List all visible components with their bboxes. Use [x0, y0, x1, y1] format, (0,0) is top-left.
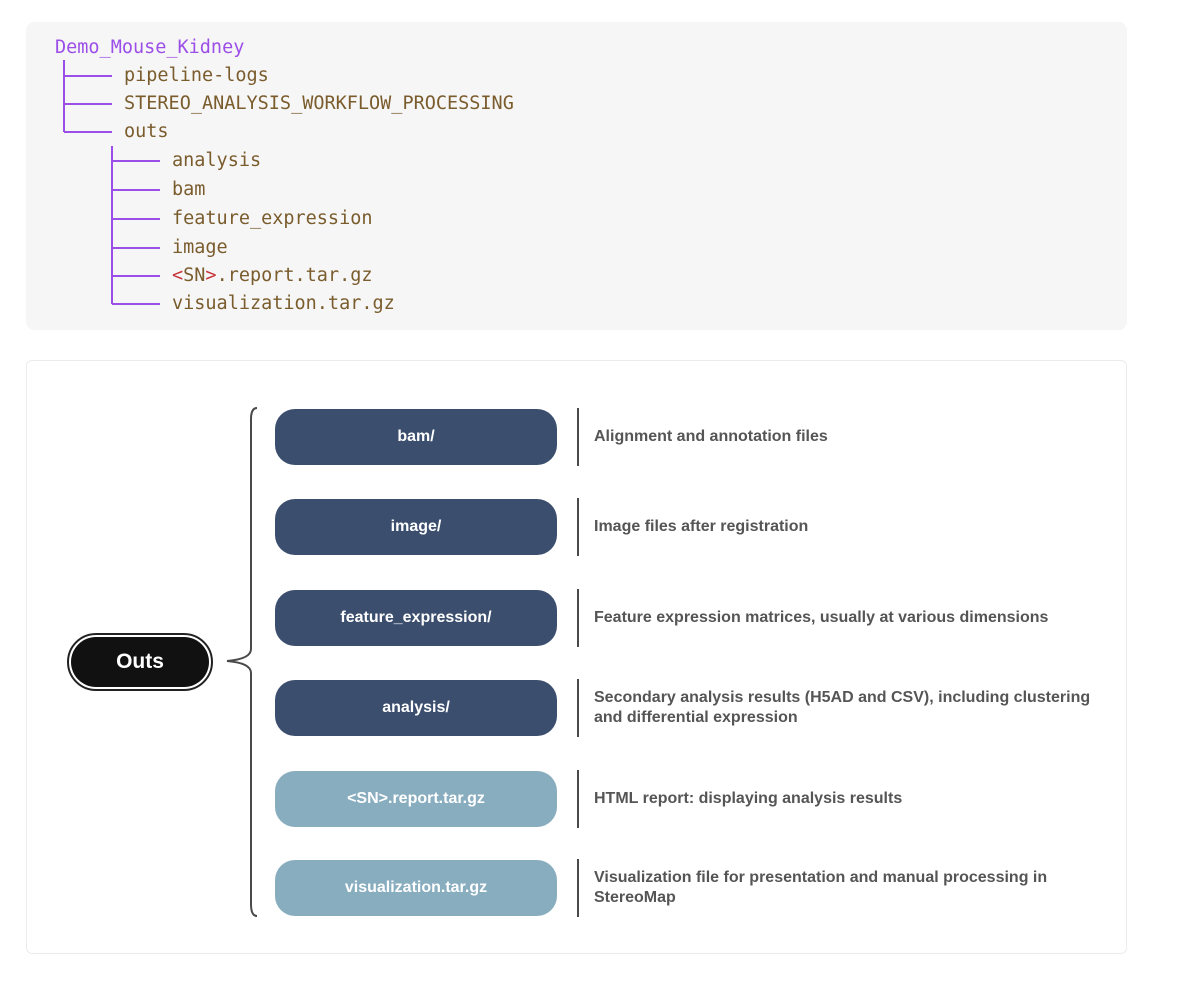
sn-placeholder: SN	[183, 265, 206, 286]
tree-item-outs: outs	[124, 121, 169, 142]
tree-item-report: <SN>.report.tar.gz	[172, 266, 373, 286]
tree-item-image: image	[172, 237, 228, 258]
outs-root-label: Outs	[71, 637, 209, 687]
report-suffix: .report.tar.gz	[216, 265, 373, 286]
node-bam: bam/	[275, 409, 557, 465]
node-report: <SN>.report.tar.gz	[275, 771, 557, 827]
desc-feature-expression: Feature expression matrices, usually at …	[594, 609, 1049, 626]
desc-bam: Alignment and annotation files	[594, 428, 828, 445]
separator-bam	[577, 408, 579, 466]
sn-open-bracket: <	[172, 265, 184, 286]
tree-item-stereo-analysis: STEREO_ANALYSIS_WORKFLOW_PROCESSING	[124, 93, 514, 114]
desc-analysis: Secondary analysis results (H5AD and CSV…	[594, 689, 1091, 726]
separator-image	[577, 498, 579, 556]
tree-item-analysis: analysis	[172, 150, 262, 171]
tree-item-feature-expression: feature_expression	[172, 208, 373, 229]
curly-brace-path	[226, 407, 258, 917]
sn-close-bracket: >	[205, 265, 217, 286]
separator-visualization	[577, 859, 579, 917]
directory-tree-block: Demo_Mouse_Kidney pipeline-logs STEREO_A…	[26, 22, 1127, 330]
desc-report: HTML report: displaying analysis results	[594, 790, 903, 807]
node-image: image/	[275, 499, 557, 555]
separator-report	[577, 770, 579, 828]
outs-structure-diagram: Outs bam/ Alignment and annotation files…	[26, 360, 1127, 954]
tree-item-bam: bam	[172, 179, 206, 200]
desc-visualization: Visualization file for presentation and …	[594, 869, 1048, 906]
tree-item-visualization: visualization.tar.gz	[172, 293, 395, 314]
separator-feature-expression	[577, 589, 579, 647]
outs-root-node: Outs	[67, 633, 213, 691]
separator-analysis	[577, 679, 579, 737]
curly-brace	[226, 407, 258, 917]
node-visualization: visualization.tar.gz	[275, 860, 557, 916]
tree-branch-lines	[63, 60, 160, 305]
desc-image: Image files after registration	[594, 518, 809, 535]
tree-item-pipeline-logs: pipeline-logs	[124, 65, 269, 86]
node-feature-expression: feature_expression/	[275, 590, 557, 646]
tree-root-name: Demo_Mouse_Kidney	[55, 37, 245, 58]
node-analysis: analysis/	[275, 680, 557, 736]
